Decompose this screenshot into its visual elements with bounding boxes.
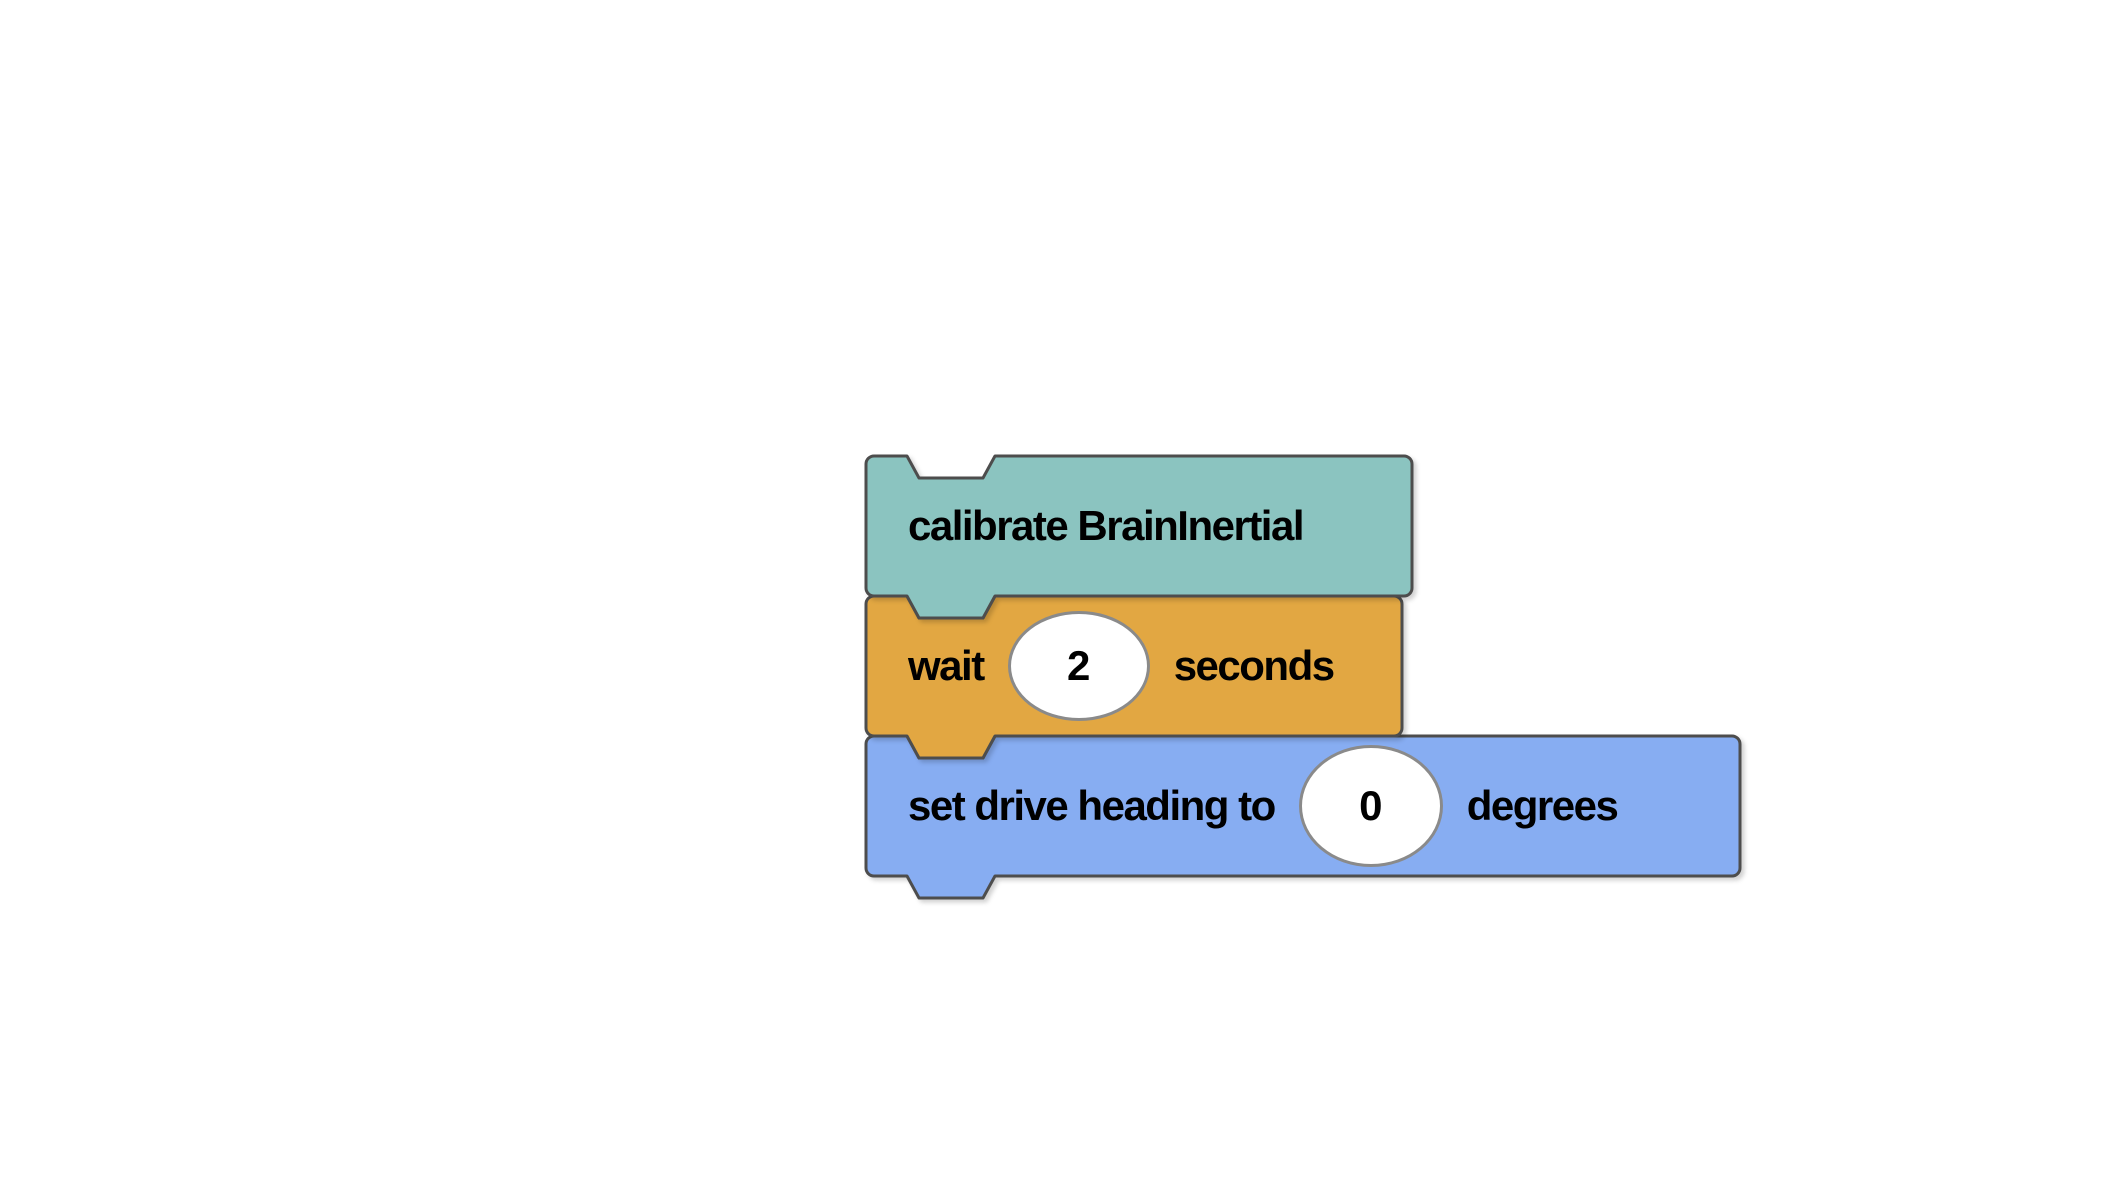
block-label: calibrate BrainInertial xyxy=(908,502,1305,549)
block-set-drive-heading[interactable]: set drive heading to 0 degrees xyxy=(864,734,1742,902)
block-label-before: set drive heading to xyxy=(908,782,1276,829)
block-label-after: seconds xyxy=(1173,642,1335,689)
wait-seconds-input[interactable]: 2 xyxy=(1007,611,1150,721)
stack-block-shape xyxy=(864,454,1414,620)
block-label-before: wait xyxy=(908,642,985,689)
block-wait-seconds[interactable]: wait 2 seconds xyxy=(864,594,1404,762)
block-label-after: degrees xyxy=(1466,782,1619,829)
heading-degrees-input[interactable]: 0 xyxy=(1298,745,1443,867)
block-calibrate-braininertial[interactable]: calibrate BrainInertial xyxy=(864,454,1414,622)
